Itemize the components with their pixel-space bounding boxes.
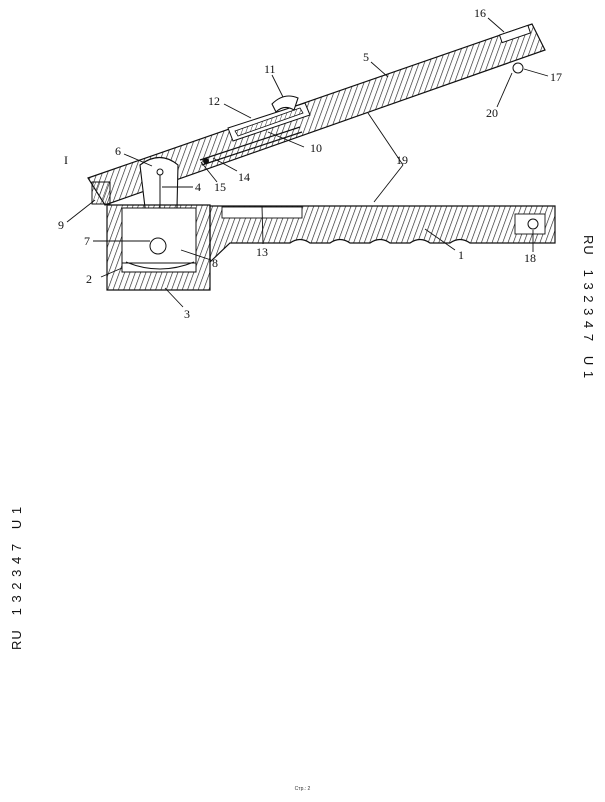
- callout-labels: 1 2 3 4 5 6 7 8 9 10 11 12 13 14 15 16 1…: [58, 6, 562, 321]
- callout-11: 11: [264, 62, 276, 76]
- hinge-block: [91, 181, 111, 205]
- callout-8: 8: [212, 256, 218, 270]
- callout-12: 12: [208, 94, 220, 108]
- callout-13: 13: [256, 245, 268, 259]
- callout-9: 9: [58, 218, 64, 232]
- section-marker: I: [64, 153, 68, 167]
- plunger-pin-7: [149, 237, 167, 255]
- page-footer: Стр.: 2: [294, 786, 311, 792]
- plunger-plate: [125, 261, 195, 270]
- callout-20: 20: [486, 106, 498, 120]
- callout-2: 2: [86, 272, 92, 286]
- callout-16: 16: [474, 6, 486, 20]
- callout-4: 4: [195, 180, 201, 194]
- tip-cap: [498, 24, 532, 44]
- thumb-knob: [271, 95, 299, 113]
- callout-6: 6: [115, 144, 121, 158]
- callout-7: 7: [84, 234, 90, 248]
- link-pivot: [156, 168, 164, 176]
- side-publication-code-left: RU 1 3 2 3 4 7 U 1: [9, 505, 24, 650]
- leader-lines: [66, 17, 549, 308]
- pivot-screw-17: [512, 62, 524, 74]
- callout-18: 18: [524, 251, 536, 265]
- callout-17: 17: [550, 70, 562, 84]
- side-publication-code-right: RU 1 3 2 3 4 7 U 1: [581, 235, 596, 380]
- lower-handle: [209, 205, 556, 264]
- rod-pin-15: [203, 158, 209, 164]
- callout-5: 5: [363, 50, 369, 64]
- callout-10: 10: [310, 141, 322, 155]
- pivot-screw-18: [527, 218, 539, 230]
- link-rod: [199, 126, 301, 161]
- callout-19: 19: [396, 153, 408, 167]
- callout-15: 15: [214, 180, 226, 194]
- callout-14: 14: [238, 170, 250, 184]
- callout-3: 3: [184, 307, 190, 321]
- spring-guide: [234, 107, 304, 137]
- callout-1: 1: [458, 248, 464, 262]
